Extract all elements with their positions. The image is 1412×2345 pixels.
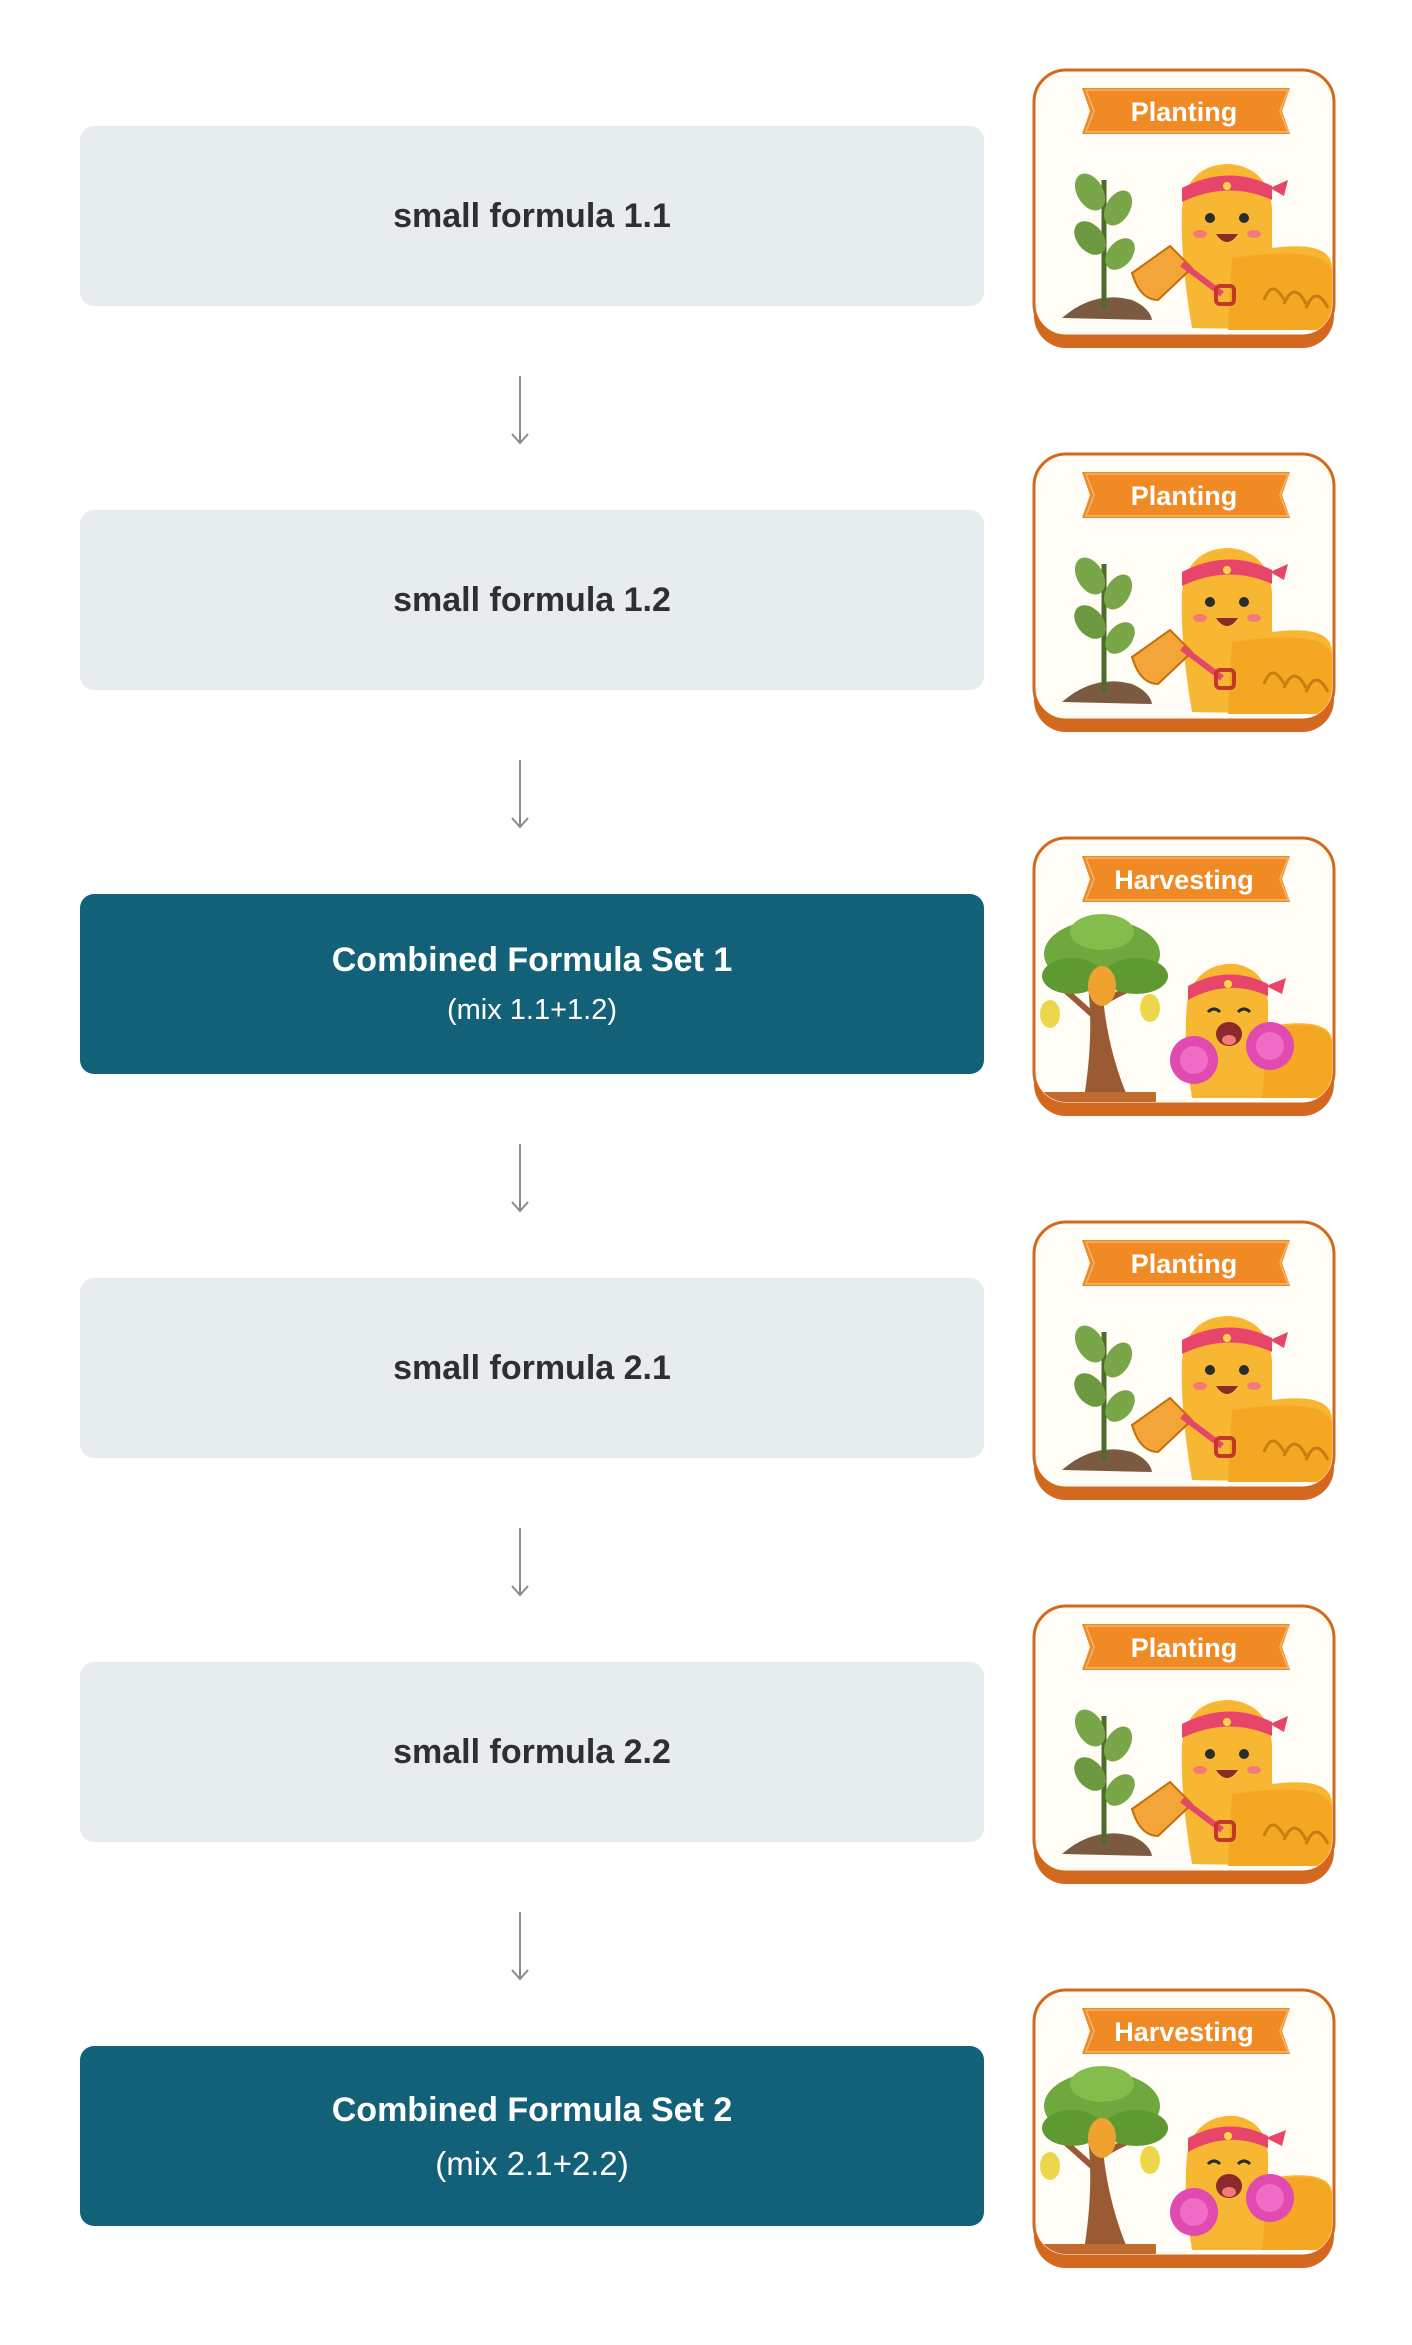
step-title: Combined Formula Set 2	[331, 2091, 733, 2129]
harvesting-illustration: Harvesting	[1032, 836, 1336, 1116]
card-label: Planting	[1131, 1633, 1238, 1663]
down-arrow-icon	[511, 760, 529, 829]
step-title: small formula 1.2	[393, 581, 671, 619]
card-label: Planting	[1131, 1249, 1238, 1279]
banner-ribbon	[1082, 1240, 1290, 1286]
harvesting-card-1: Harvesting	[1032, 836, 1336, 1120]
planting-card-4: Planting	[1032, 1604, 1336, 1888]
planting-card-2: Planting	[1032, 452, 1336, 736]
step-title: small formula 1.1	[393, 197, 671, 235]
step-subtitle: (mix 1.1+1.2)	[446, 994, 618, 1026]
step-box-2: small formula 1.2	[80, 510, 984, 690]
planting-illustration: Planting	[1032, 1604, 1336, 1884]
down-arrow-icon	[511, 376, 529, 445]
harvesting-card-2: Harvesting	[1032, 1988, 1336, 2272]
banner-ribbon	[1082, 2008, 1290, 2054]
step-title: small formula 2.1	[393, 1349, 671, 1387]
step-title: small formula 2.2	[393, 1733, 671, 1771]
step-box-1: small formula 1.1	[80, 126, 984, 306]
banner-ribbon	[1082, 88, 1290, 134]
banner-ribbon	[1082, 472, 1290, 518]
planting-card-3: Planting	[1032, 1220, 1336, 1504]
card-label: Harvesting	[1114, 2017, 1254, 2047]
harvesting-illustration: Harvesting	[1032, 1988, 1336, 2268]
step-box-3: Combined Formula Set 1 (mix 1.1+1.2)	[80, 894, 984, 1074]
planting-illustration: Planting	[1032, 452, 1336, 732]
banner-ribbon	[1082, 856, 1290, 902]
card-label: Harvesting	[1114, 865, 1254, 895]
planting-card-1: Planting	[1032, 68, 1336, 352]
banner-ribbon	[1082, 1624, 1290, 1670]
step-box-4: small formula 2.1	[80, 1278, 984, 1458]
card-label: Planting	[1131, 97, 1238, 127]
down-arrow-icon	[511, 1912, 529, 1981]
step-title: Combined Formula Set 1	[331, 941, 733, 979]
planting-illustration: Planting	[1032, 68, 1336, 348]
step-box-5: small formula 2.2	[80, 1662, 984, 1842]
step-box-6: Combined Formula Set 2 (mix 2.1+2.2)	[80, 2046, 984, 2226]
down-arrow-icon	[511, 1144, 529, 1213]
card-label: Planting	[1131, 481, 1238, 511]
down-arrow-icon	[511, 1528, 529, 1597]
planting-illustration: Planting	[1032, 1220, 1336, 1500]
step-subtitle: (mix 2.1+2.2)	[435, 2145, 629, 2182]
